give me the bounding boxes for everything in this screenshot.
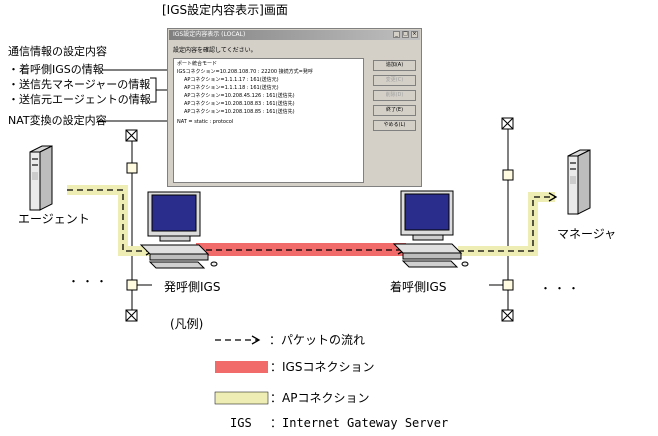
agent-computer [29, 145, 53, 211]
finish-button[interactable]: 終了(E) [373, 105, 416, 116]
left-more-dots: ・・・ [68, 275, 110, 288]
list-item: IGSコネクション=10.208.108.70 : 22200 接続方式=発呼 [177, 69, 313, 75]
legend-igs-connection: ：IGSコネクション [270, 360, 375, 374]
dest-manager-info-label: ・送信先マネージャーの情報 [8, 78, 151, 91]
annotation-leaders [97, 69, 170, 122]
list-item: ポート統合モード [177, 61, 218, 67]
cancel-button[interactable]: やめる(L) [373, 120, 416, 131]
delete-button[interactable]: 削除(D) [373, 90, 416, 101]
comm-info-heading: 通信情報の設定内容 [8, 45, 107, 58]
manager-computer [567, 149, 591, 215]
callee-igs-computer [392, 190, 469, 268]
caller-igs-label: 発呼側IGS [164, 280, 221, 294]
manager-label: マネージャ [557, 227, 617, 241]
caller-igs-computer [139, 191, 218, 269]
agent-label: エージェント [18, 212, 90, 226]
screen-title: [IGS設定内容表示]画面 [162, 3, 288, 17]
dialog-titlebar: IGS設定内容表示 (LOCAL) _ □ × [169, 30, 420, 40]
legend-igs-abbr: IGS [230, 416, 252, 430]
dialog-title: IGS設定内容表示 (LOCAL) [173, 31, 246, 38]
dialog-message: 設定内容を確認してください。 [173, 47, 257, 54]
settings-list[interactable]: ポート統合モード IGSコネクション=10.208.108.70 : 22200… [173, 58, 364, 183]
list-item: APコネクション=10.208.108.85 : 161(送信先) [184, 109, 295, 115]
legend-ap-connection: ：APコネクション [270, 391, 370, 405]
right-more-dots: ・・・ [540, 282, 582, 295]
list-item: APコネクション=10.208.45.126 : 161(送信先) [184, 93, 295, 99]
src-agent-info-label: ・送信元エージェントの情報 [8, 93, 151, 106]
lan-nodes [126, 162, 514, 291]
igs-settings-dialog: IGS設定内容表示 (LOCAL) _ □ × 設定内容を確認してください。 ポ… [167, 28, 422, 187]
list-item: APコネクション=1.1.1.17 : 161(送信元) [184, 77, 279, 83]
lan-terminators [125, 117, 514, 322]
nat-setting-label: NAT変換の設定内容 [8, 114, 107, 127]
minimize-icon[interactable]: _ [393, 31, 400, 38]
list-item: APコネクション=1.1.1.18 : 161(送信元) [184, 85, 279, 91]
legend-heading: (凡例) [170, 317, 204, 331]
maximize-icon[interactable]: □ [402, 31, 409, 38]
close-icon[interactable]: × [411, 31, 418, 38]
incoming-igs-info-label: ・着呼側IGSの情報 [8, 63, 104, 76]
legend-igs-definition: ：Internet Gateway Server [270, 416, 449, 430]
change-button[interactable]: 変更(C) [373, 75, 416, 86]
list-item: APコネクション=10.208.108.83 : 161(送信先) [184, 101, 295, 107]
list-item: NAT = static : protocol [177, 119, 234, 125]
legend-packet-flow: ：パケットの流れ [269, 333, 366, 347]
add-button[interactable]: 追加(A) [373, 60, 416, 71]
callee-igs-label: 着呼側IGS [390, 280, 447, 294]
